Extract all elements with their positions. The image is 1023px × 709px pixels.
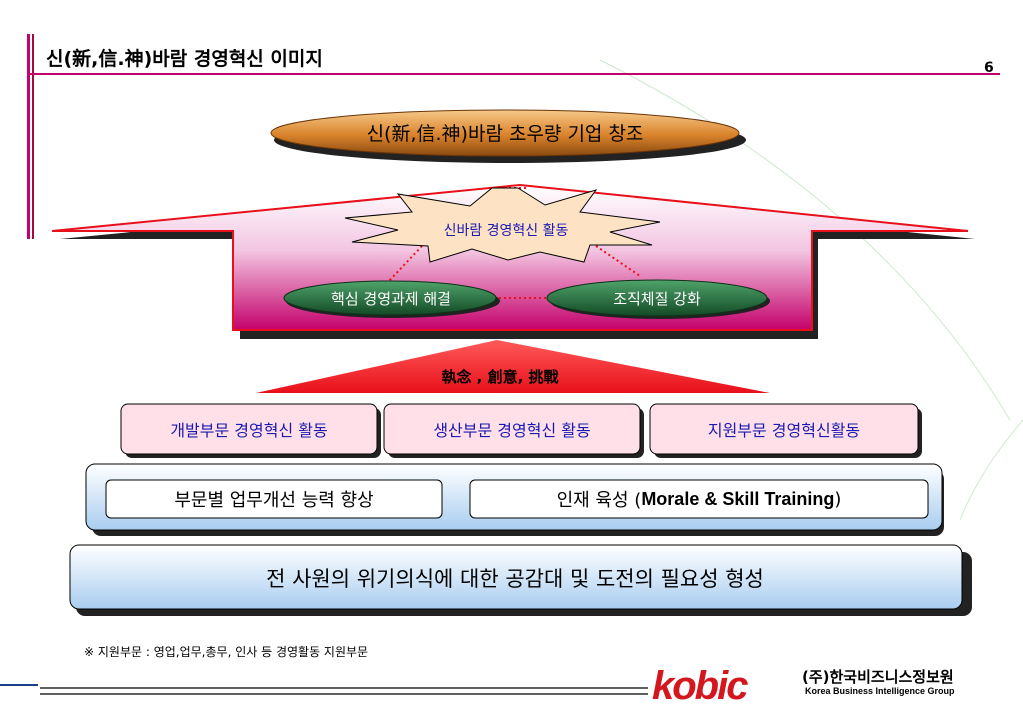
dept-label-development: 개발부문 경영혁신 활동: [170, 421, 328, 440]
page-number: 6: [984, 60, 994, 76]
dept-label-production: 생산부문 경영혁신 활동: [433, 421, 591, 440]
header-vertical-bar: [27, 34, 30, 239]
task-left-label: 핵심 경영과제 해결: [331, 289, 451, 308]
kobic-logo: kobic: [652, 664, 748, 708]
capability-right-prefix: 인재 육성 (: [556, 490, 642, 511]
foundation-label: 전 사원의 위기의식에 대한 공감대 및 도전의 필요성 형성: [266, 567, 764, 591]
top-goal-label: 신(新,信.神)바람 초우량 기업 창조: [366, 122, 644, 145]
header-vertical-bar-2: [32, 34, 34, 239]
task-oval-right: [546, 279, 768, 317]
drivers-label: 執念 , 創意, 挑戰: [441, 367, 559, 386]
dept-box: [649, 403, 919, 455]
capability-right-suffix: ): [834, 488, 842, 510]
connector-dotted: [595, 245, 641, 277]
foundation-box: [69, 544, 963, 610]
connector-dotted: [387, 245, 423, 283]
task-oval-left: [283, 280, 497, 316]
capability-right-label: 인재 육성 (Morale & Skill Training): [470, 480, 928, 518]
company-english-name: Korea Business Intelligence Group: [805, 686, 955, 696]
footnote: ※ 지원부문 : 영업,업무,총무, 인사 등 경영활동 지원부문: [84, 645, 369, 659]
page-title: 신(新,信.神)바람 경영혁신 이미지: [46, 48, 323, 70]
top-goal-oval: [270, 109, 740, 157]
dept-box: [120, 403, 378, 455]
drivers-triangle: [256, 340, 770, 393]
capability-left-label: 부문별 업무개선 능력 향상: [174, 490, 374, 511]
company-name: (주)한국비즈니스정보원: [802, 668, 954, 686]
capability-box-left: [105, 479, 443, 519]
dept-label-support: 지원부문 경영혁신활동: [707, 421, 861, 440]
capability-box-right: [469, 479, 929, 519]
decor-curve: [959, 419, 1023, 521]
task-right-label: 조직체질 강화: [613, 289, 701, 308]
starburst-label: 신바람 경영혁신 활동: [443, 223, 569, 239]
dept-box: [383, 403, 641, 455]
capability-right-bold: Morale & Skill Training: [641, 488, 835, 509]
activity-starburst: [344, 187, 661, 263]
